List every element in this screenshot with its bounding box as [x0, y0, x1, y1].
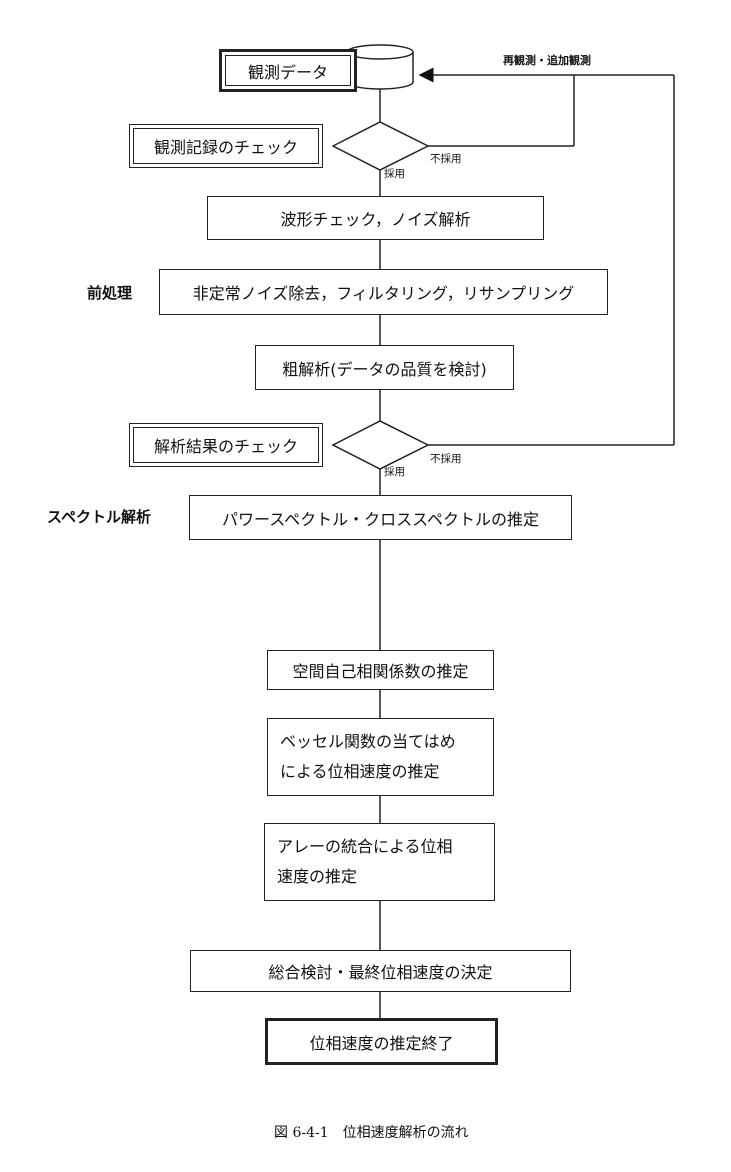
- final-decision-box: 総合検討・最終位相速度の決定: [190, 950, 571, 992]
- record-check-label: 観測記録のチェック: [133, 128, 319, 164]
- adopt-label: 採用: [384, 168, 405, 180]
- preprocess-box: 非定常ノイズ除去，フィルタリング，リサンプリング: [159, 269, 608, 315]
- observation-data-box: 観測データ: [219, 49, 357, 92]
- array-integration-box: アレーの統合による位相 速度の推定: [264, 823, 495, 901]
- preprocessing-side-label: 前処理: [87, 284, 133, 302]
- waveform-check-box: 波形チェック，ノイズ解析: [207, 196, 544, 240]
- observation-data-label: 観測データ: [225, 55, 351, 86]
- reject-label: 不採用: [430, 153, 462, 165]
- reject-label: 不採用: [430, 453, 462, 465]
- database-cylinder-icon: [346, 44, 414, 90]
- end-box: 位相速度の推定終了: [265, 1018, 498, 1065]
- decision-diamond-record: [331, 121, 430, 171]
- record-check-box: 観測記録のチェック: [129, 124, 323, 168]
- reobserve-label: 再観測・追加観測: [503, 54, 591, 67]
- bessel-fit-box: ベッセル関数の当てはめ による位相速度の推定: [267, 718, 494, 796]
- spectral-analysis-side-label: スペクトル解析: [47, 508, 151, 526]
- figure-caption: 図 6-4-1 位相速度解析の流れ: [274, 1125, 469, 1141]
- decision-diamond-result: [331, 420, 430, 470]
- rough-analysis-box: 粗解析(データの品質を検討): [255, 345, 514, 390]
- spatial-autocorr-box: 空間自己相関係数の推定: [267, 650, 494, 690]
- spectrum-estimate-box: パワースペクトル・クロススペクトルの推定: [189, 495, 572, 540]
- result-check-label: 解析結果のチェック: [133, 427, 319, 463]
- adopt-label: 採用: [384, 466, 405, 478]
- result-check-box: 解析結果のチェック: [129, 423, 323, 467]
